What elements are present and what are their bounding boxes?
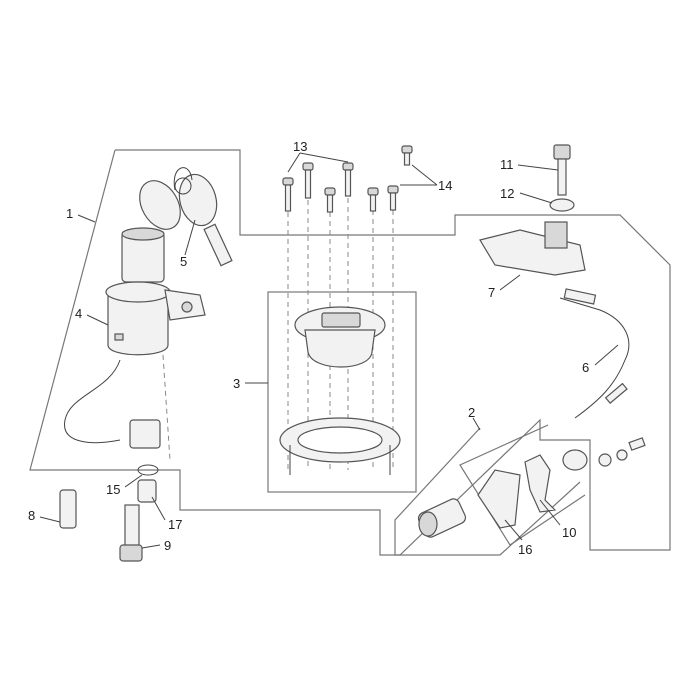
frame-fuel-cap-group: [267, 291, 417, 493]
part-7-tab: [544, 221, 568, 249]
keys: [139, 167, 233, 267]
seat-lock-hardware: [562, 437, 646, 471]
part-12-washer: [549, 198, 575, 212]
callout-16: 16: [518, 542, 532, 557]
part-7-bracket: [479, 229, 586, 276]
screw-set-14: [367, 145, 413, 212]
callout-5: 5: [180, 254, 187, 269]
wiring-harness: [64, 359, 121, 444]
part-15-clip: [137, 464, 159, 476]
callout-labels: 1 2 3 4 5 6 7 8 9 10 11 12 13 14 15 16 1…: [28, 139, 589, 557]
part-10-latch: [524, 454, 557, 513]
callout-3: 3: [233, 376, 240, 391]
callout-15: 15: [106, 482, 120, 497]
ignition-switch: [105, 227, 206, 356]
callout-1: 1: [66, 206, 73, 221]
callout-12: 12: [500, 186, 514, 201]
callout-2: 2: [468, 405, 475, 420]
leader-lines: [39, 152, 619, 549]
part-8-bushing: [59, 489, 77, 529]
part-17-spacer: [137, 479, 157, 503]
callout-7: 7: [488, 285, 495, 300]
callout-9: 9: [164, 538, 171, 553]
callout-8: 8: [28, 508, 35, 523]
part-9-bolt: [119, 504, 143, 562]
part-16-plate: [477, 469, 521, 529]
callout-17: 17: [168, 517, 182, 532]
part-11-bolt: [553, 144, 571, 196]
fuel-cap-assembly: [279, 306, 401, 475]
callout-10: 10: [562, 525, 576, 540]
harness-connector: [129, 419, 161, 449]
screw-set-13: [282, 162, 354, 213]
frame-seat-lock-group: [394, 427, 581, 556]
part-2-lock-cylinder: [417, 498, 467, 538]
callout-11: 11: [500, 157, 514, 172]
part-6-cable: [559, 288, 630, 419]
callout-4: 4: [75, 306, 82, 321]
callout-13: 13: [293, 139, 307, 154]
callout-6: 6: [582, 360, 589, 375]
frame-ignition-group: [29, 149, 671, 556]
callout-14: 14: [438, 178, 452, 193]
